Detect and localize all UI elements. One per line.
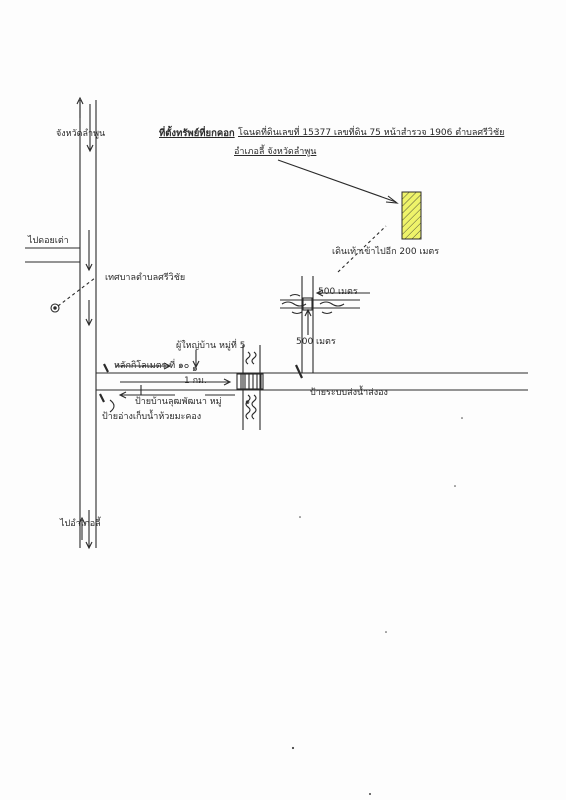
label-village-sign: ป้ายบ้านลุฒพัฒนา หมู่ <box>135 397 222 407</box>
label-distance-1km: 1 กม. <box>184 376 207 386</box>
deed-line-1: โฉนดที่ดินเลขที่ 15377 เลขที่ดิน 75 หน้า… <box>238 128 505 138</box>
label-bridge-number: ๑ <box>245 397 251 406</box>
label-village-no: ๑ <box>192 364 198 374</box>
deed-line-2: อำเภอลี้ จังหวัดลำพูน <box>234 147 317 157</box>
label-km-post: หลักกิโลเมตร ที่ ๑๐ <box>114 361 190 371</box>
municipality-marker <box>50 303 60 313</box>
label-500m-lower: 500 เมตร <box>296 337 336 347</box>
label-municipality: เทศบาลตำบลศรีวิชัย <box>105 273 186 283</box>
label-to-li: ไปอำเภอลี้ <box>60 519 101 529</box>
arrow-head-up-icon <box>76 96 84 105</box>
map-heading: ที่ตั้งทรัพย์ที่ยกคอก <box>159 128 235 139</box>
label-500m-upper: 500 เมตร <box>318 287 358 297</box>
bridge-icon <box>236 373 264 390</box>
arrow-down-icon <box>85 541 93 550</box>
arrow-head-down-icon <box>86 144 94 153</box>
label-to-lamphun: จังหวัดลำพูน <box>56 129 106 139</box>
label-reservoir-sign: ป้ายอ่างเก็บน้ำห้วยมะคอง <box>102 412 202 422</box>
label-irrigation-sign: ป้ายระบบส่งน้ำส่งอง <box>310 388 388 398</box>
label-village-head: ผู้ใหญ่บ้าน หมู่ที่ 5 <box>176 341 246 351</box>
label-to-doi-tao: ไปดอยเต่า <box>28 236 69 246</box>
label-walk-in: เดินเท้าเข้าไปอีก 200 เมตร <box>332 247 440 257</box>
